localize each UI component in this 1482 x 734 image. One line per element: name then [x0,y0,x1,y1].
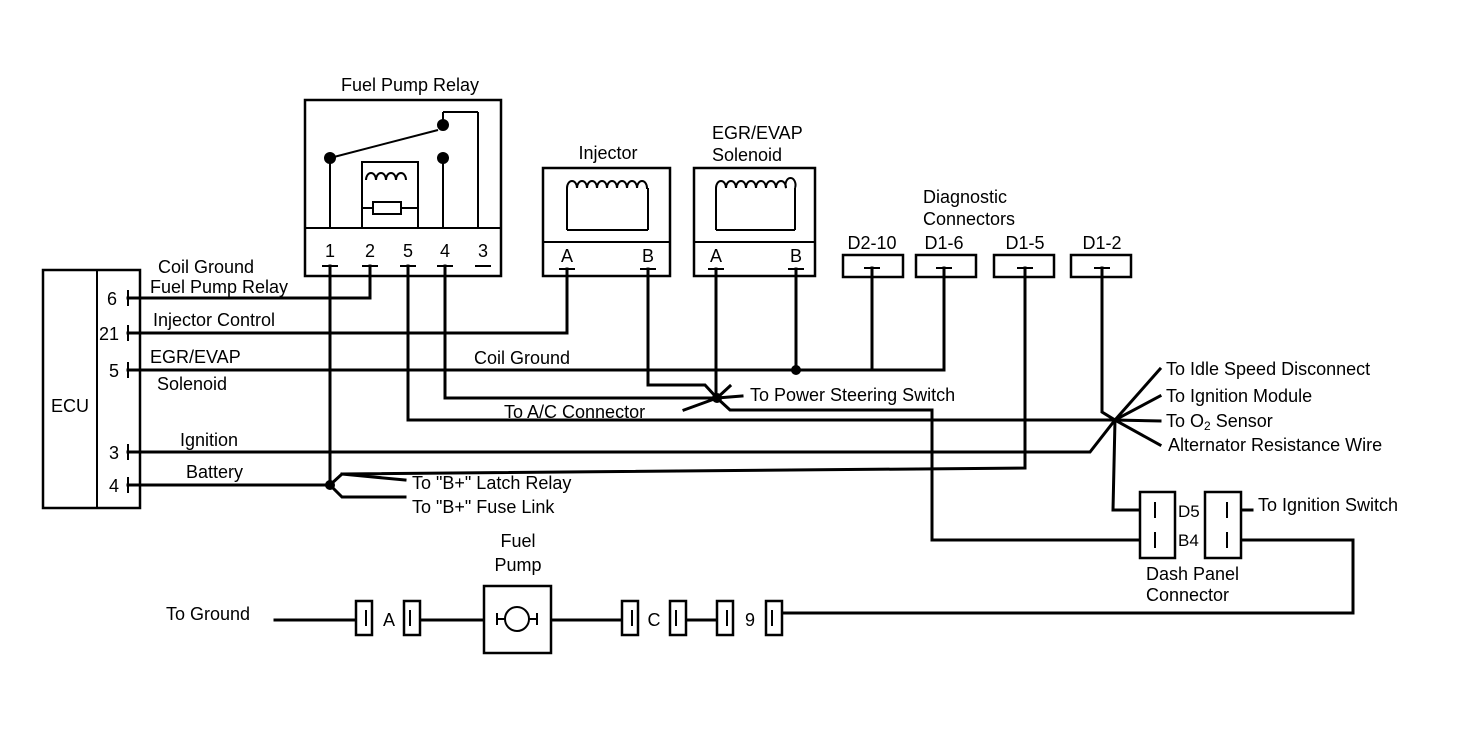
ecu-module: ECU 6 21 5 3 4 [41,268,142,510]
label-coil-ground-relay-1: Coil Ground [158,257,254,277]
egr-pin-a: A [710,246,722,266]
relay-pin-4: 4 [440,241,450,261]
ecu-pin-6: 6 [107,289,117,309]
relay-title: Fuel Pump Relay [341,75,479,95]
ecu-label: ECU [51,396,89,416]
dash-panel-connector: D5 B4 Dash Panel Connector [1138,490,1243,605]
pump-title-1: Fuel [500,531,535,551]
egr-evap-solenoid: EGR/EVAP Solenoid A B [692,123,817,278]
diag-label-d1-5: D1-5 [1005,233,1044,253]
diag-title-line2: Connectors [923,209,1015,229]
diag-title-line1: Diagnostic [923,187,1007,207]
label-alternator: Alternator Resistance Wire [1168,435,1382,455]
ecu-pin-21: 21 [99,324,119,344]
label-to-idle: To Idle Speed Disconnect [1166,359,1370,379]
label-ignition: Ignition [180,430,238,450]
label-to-power-steering: To Power Steering Switch [750,385,955,405]
connector-a-left [354,599,374,637]
injector: Injector A B [541,143,672,278]
label-to-o2: To O2 Sensor [1166,411,1273,433]
dash-label-1: Dash Panel [1146,564,1239,584]
pump-title-2: Pump [494,555,541,575]
injector-title: Injector [578,143,637,163]
diag-label-d2-10: D2-10 [847,233,896,253]
connector-9-left [715,599,735,637]
label-to-ac: To A/C Connector [504,402,645,422]
dash-label-2: Connector [1146,585,1229,605]
ecu-pin-5: 5 [109,361,119,381]
connector-c-right [668,599,688,637]
label-to-ign-module: To Ignition Module [1166,386,1312,406]
label-to-b-latch: To "B+" Latch Relay [412,473,571,493]
label-coil-ground: Coil Ground [474,348,570,368]
label-injector-control: Injector Control [153,310,275,330]
egr-pin-b: B [790,246,802,266]
fuel-pump-circuit: To Ground A Fuel Pump C 9 [166,531,784,655]
diag-label-d1-6: D1-6 [924,233,963,253]
relay-pin-5: 5 [403,241,413,261]
egr-title-line2: Solenoid [712,145,782,165]
label-coil-ground-relay-2: Fuel Pump Relay [150,277,288,297]
relay-pin-1: 1 [325,241,335,261]
diagnostic-connectors: Diagnostic Connectors D2-10 D1-6 D1-5 D1… [841,187,1133,279]
label-to-ground: To Ground [166,604,250,624]
dash-pin-d5: D5 [1178,502,1200,521]
label-to-ign-switch: To Ignition Switch [1258,495,1398,515]
wire-labels: Coil Ground Fuel Pump Relay Injector Con… [150,257,1398,517]
relay-pin-3: 3 [478,241,488,261]
relay-pin-2: 2 [365,241,375,261]
diag-connector-d1-6 [914,253,978,279]
label-to-b-fuse: To "B+" Fuse Link [412,497,555,517]
diag-label-d1-2: D1-2 [1082,233,1121,253]
injector-pin-b: B [642,246,654,266]
label-egr-1: EGR/EVAP [150,347,241,367]
connector-c-left [620,599,640,637]
connector-c-label: C [648,610,661,630]
ecu-pin-4: 4 [109,476,119,496]
connector-a-label: A [383,610,395,630]
fuel-pump-box [482,584,553,655]
label-battery: Battery [186,462,243,482]
ecu-pin-3: 3 [109,443,119,463]
fuel-pump-relay: Fuel Pump Relay 1 2 5 4 3 [303,75,503,278]
label-egr-2: Solenoid [157,374,227,394]
connector-9-right [764,599,784,637]
dash-pin-b4: B4 [1178,531,1199,550]
connector-9-label: 9 [745,610,755,630]
connector-a-right [402,599,422,637]
egr-title-line1: EGR/EVAP [712,123,803,143]
injector-pin-a: A [561,246,573,266]
wire-runs [126,264,1355,622]
